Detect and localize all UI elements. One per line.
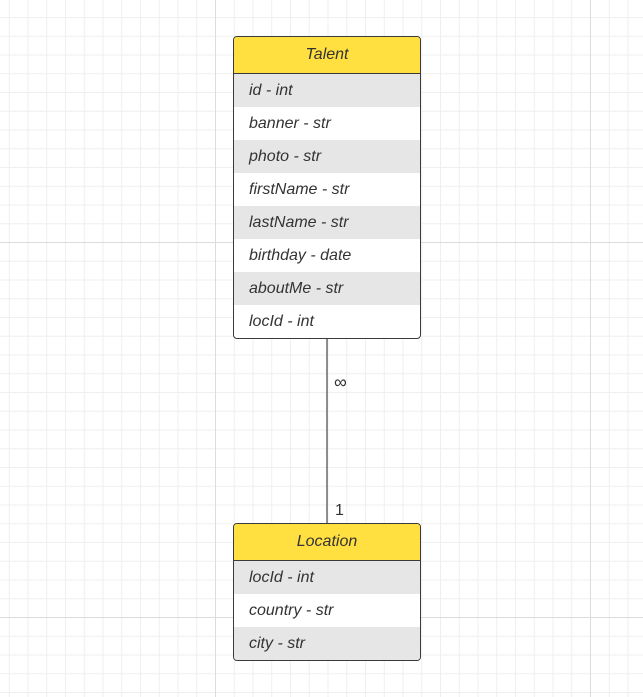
field-row-photo[interactable]: photo - str (234, 140, 420, 173)
field-row-lastname[interactable]: lastName - str (234, 206, 420, 239)
entity-talent[interactable]: Talent id - int banner - str photo - str… (233, 36, 421, 339)
entity-talent-title: Talent (234, 37, 420, 74)
entity-location-fields: locId - int country - str city - str (234, 561, 420, 660)
field-row-city[interactable]: city - str (234, 627, 420, 660)
entity-location[interactable]: Location locId - int country - str city … (233, 523, 421, 661)
field-row-locid[interactable]: locId - int (234, 561, 420, 594)
field-row-country[interactable]: country - str (249, 602, 334, 619)
field-row-aboutme[interactable]: aboutMe - str (234, 272, 420, 305)
field-row-banner[interactable]: banner - str (249, 115, 331, 132)
cardinality-one-label: 1 (335, 502, 344, 519)
field-row-id[interactable]: id - int (234, 74, 420, 107)
field-row-locid[interactable]: locId - int (249, 313, 314, 330)
field-row-firstname[interactable]: firstName - str (249, 181, 350, 198)
field-row-birthday[interactable]: birthday - date (249, 247, 352, 264)
entity-location-title: Location (234, 524, 420, 561)
cardinality-many-label: ∞ (334, 372, 347, 392)
entity-talent-fields: id - int banner - str photo - str firstN… (234, 74, 420, 338)
